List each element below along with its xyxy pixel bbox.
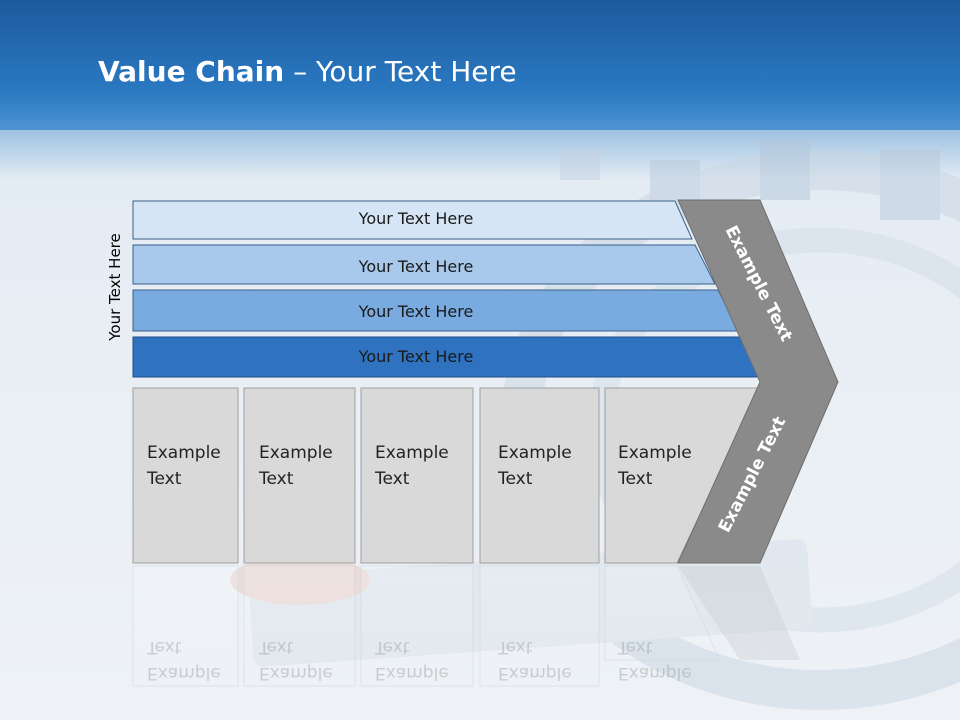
chevron-arrow — [677, 199, 839, 564]
column-1 — [132, 387, 239, 564]
column-4 — [479, 387, 600, 564]
band-2 — [132, 244, 716, 285]
band-1-label: Your Text Here — [358, 209, 474, 228]
column-2 — [243, 387, 356, 564]
header-bar — [0, 0, 960, 130]
column-5 — [604, 387, 761, 564]
column-3 — [360, 387, 474, 564]
band-2-label: Your Text Here — [358, 257, 474, 276]
band-1 — [132, 200, 693, 240]
diagram-reflection — [132, 565, 800, 687]
band-3-label: Your Text Here — [358, 302, 474, 321]
page-title: Value Chain – Your Text Here — [98, 55, 517, 88]
band-4-label: Your Text Here — [358, 347, 474, 366]
